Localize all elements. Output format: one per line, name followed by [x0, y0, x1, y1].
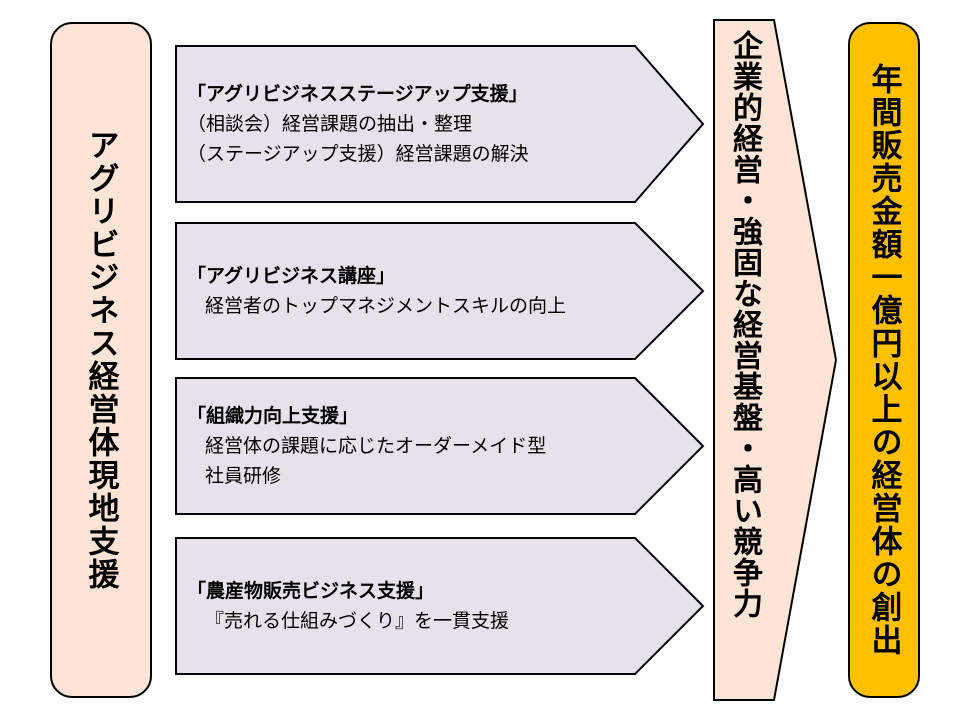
row-content: 「農産物販売ビジネス支援」 『売れる仕組みづくり』を一貫支援	[187, 537, 509, 675]
row-title: 「農産物販売ビジネス支援」	[187, 580, 435, 602]
row-line: 『売れる仕組みづくり』を一貫支援	[205, 610, 510, 632]
row-title: 「組織力向上支援」	[187, 405, 359, 427]
row-content: 「アグリビジネスステージアップ支援」 （相談会）経営課題の抽出・整理 （ステージ…	[187, 45, 529, 203]
row-content: 「アグリビジネス講座」 経営者のトップマネジメントスキルの向上	[187, 222, 566, 360]
row-line: 社員研修	[205, 465, 282, 487]
row-line: 経営体の課題に応じたオーダーメイド型	[205, 435, 547, 457]
row-arrow-course: 「アグリビジネス講座」 経営者のトップマネジメントスキルの向上	[175, 222, 705, 360]
right-result-box: 年間販売金額一億円以上の経営体の創出	[848, 22, 920, 698]
row-content: 「組織力向上支援」 経営体の課題に応じたオーダーメイド型 社員研修	[187, 377, 546, 515]
row-title: 「アグリビジネス講座」	[187, 265, 396, 287]
row-arrow-shape	[175, 537, 705, 675]
row-line: （ステージアップ支援）経営課題の解決	[187, 143, 529, 165]
row-arrow-sales: 「農産物販売ビジネス支援」 『売れる仕組みづくり』を一貫支援	[175, 537, 705, 675]
right-box-label: 年間販売金額一億円以上の経営体の創出	[865, 63, 902, 657]
row-arrow-shape	[175, 222, 705, 360]
row-line: 経営者のトップマネジメントスキルの向上	[205, 295, 567, 317]
row-arrow-organization: 「組織力向上支援」 経営体の課題に応じたオーダーメイド型 社員研修	[175, 377, 705, 515]
middle-arrow-label: 企業的経営・強固な経営基盤・高い競争力	[727, 30, 762, 619]
row-arrow-shape	[175, 377, 705, 515]
row-title: 「アグリビジネスステージアップ支援」	[187, 83, 528, 105]
middle-arrow-text: 企業的経営・強固な経営基盤・高い競争力	[716, 30, 772, 690]
row-line: （相談会）経営課題の抽出・整理	[187, 113, 473, 135]
middle-arrow-shape	[713, 19, 838, 701]
left-box-label: アグリビジネス経営体現地支援	[82, 129, 119, 591]
left-label-box: アグリビジネス経営体現地支援	[50, 22, 152, 698]
row-arrow-stage-up: 「アグリビジネスステージアップ支援」 （相談会）経営課題の抽出・整理 （ステージ…	[175, 45, 705, 203]
row-arrow-shape	[175, 45, 705, 203]
